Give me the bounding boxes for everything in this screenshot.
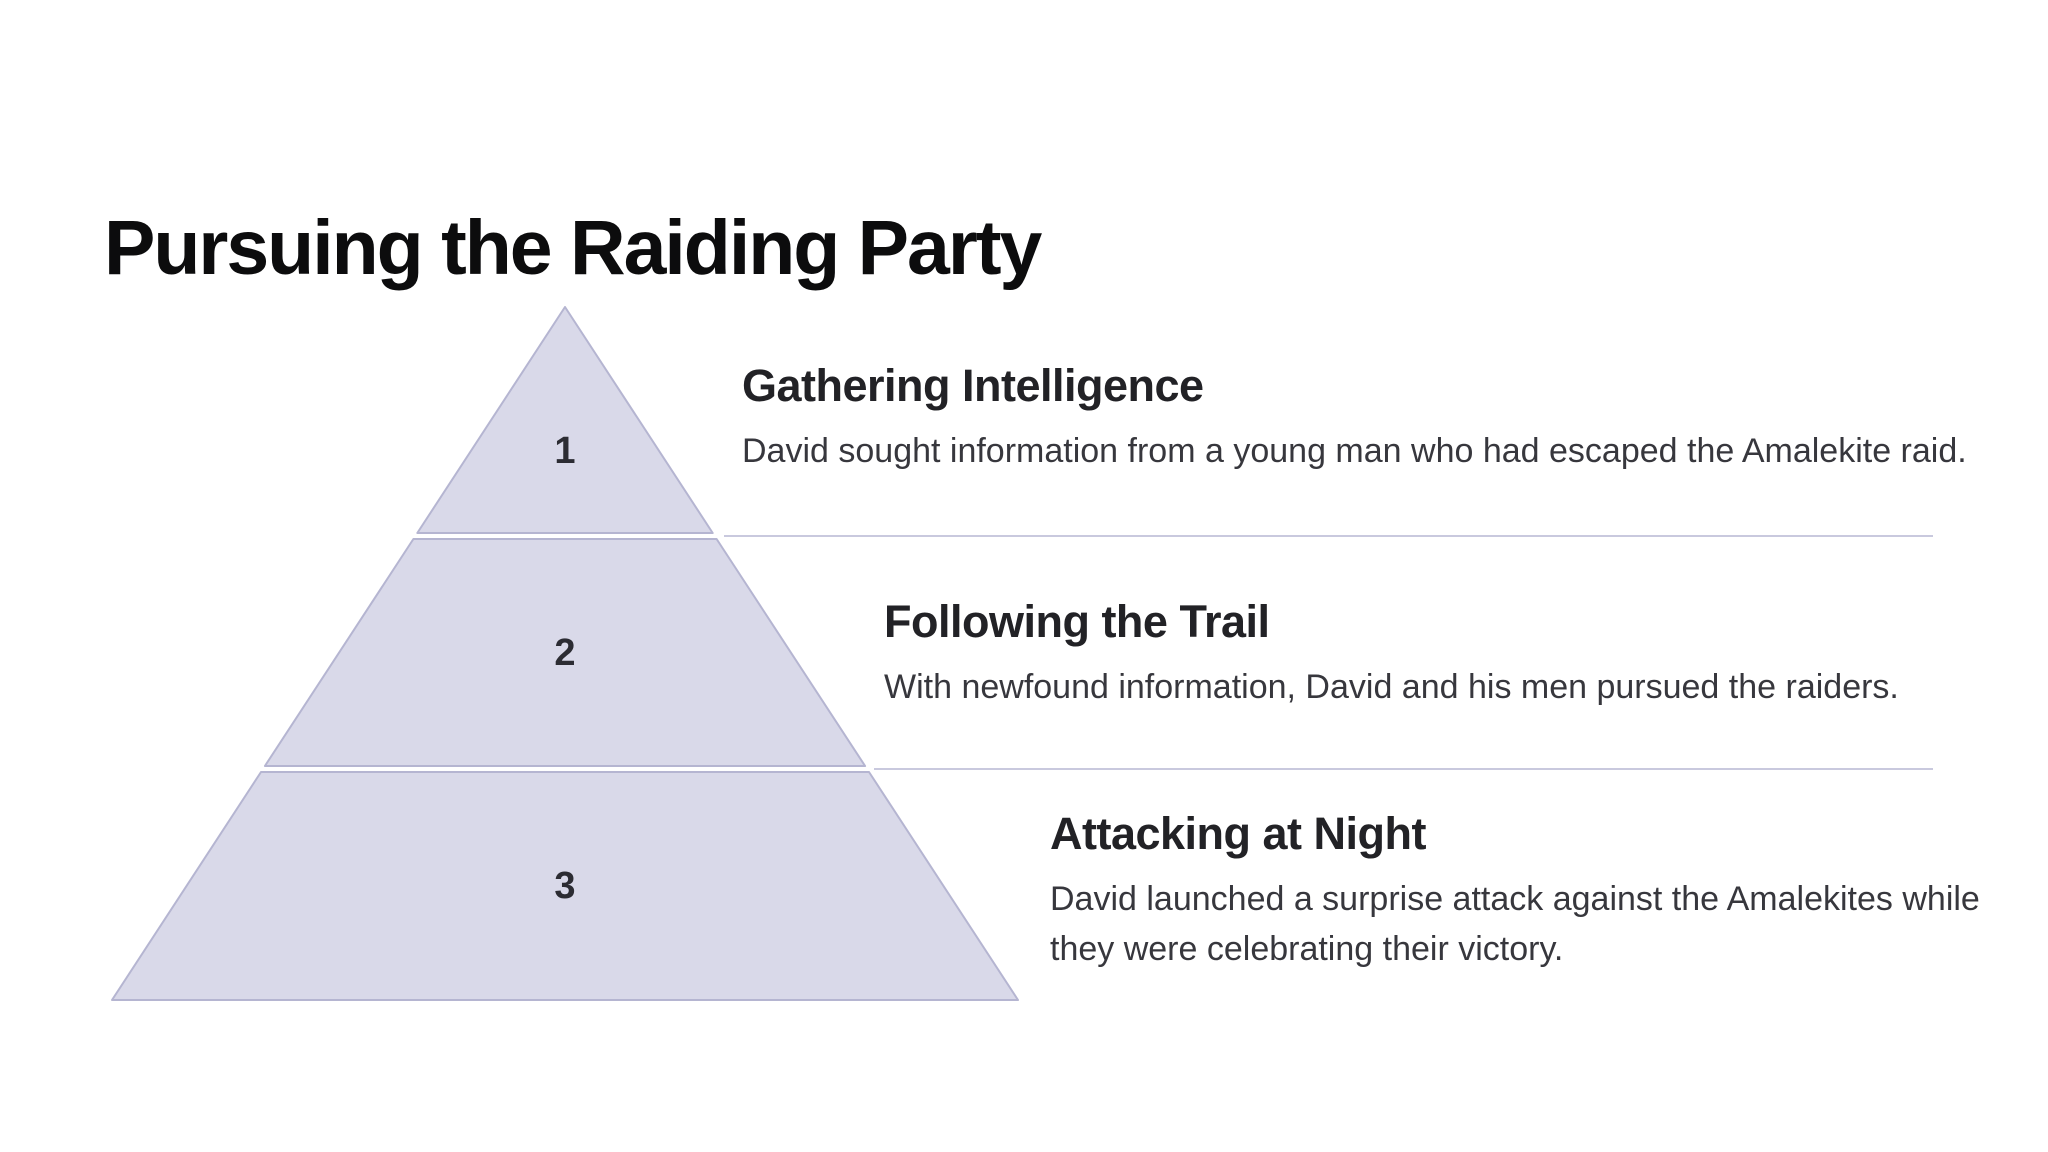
tier-number-1: 1: [554, 430, 575, 472]
step-heading: Attacking at Night: [1050, 808, 1427, 859]
step-body: With newfound information, David and his…: [884, 668, 1899, 707]
step-body: David launched a surprise attack against…: [1050, 874, 1980, 974]
step-block-following-the-trail: Following the Trail With newfound inform…: [884, 594, 1899, 712]
step-body-line: they were celebrating their victory.: [1050, 930, 1564, 969]
pyramid-tier-2: [263, 538, 867, 767]
step-body: David sought information from a young ma…: [742, 432, 1967, 471]
pyramid-tier-1: [416, 306, 714, 534]
page-title: Pursuing the Raiding Party: [104, 204, 1042, 291]
step-block-attacking-at-night: Attacking at Night David launched a surp…: [1050, 806, 1980, 974]
step-block-gathering-intelligence: Gathering Intelligence David sought info…: [742, 358, 1967, 476]
tier-number-2: 2: [554, 632, 575, 674]
step-heading: Gathering Intelligence: [742, 360, 1204, 411]
step-heading: Following the Trail: [884, 596, 1270, 647]
tier-number-3: 3: [554, 865, 575, 907]
step-body-line: David launched a surprise attack against…: [1050, 880, 1980, 919]
pyramid-tier-3: [111, 771, 1019, 1001]
